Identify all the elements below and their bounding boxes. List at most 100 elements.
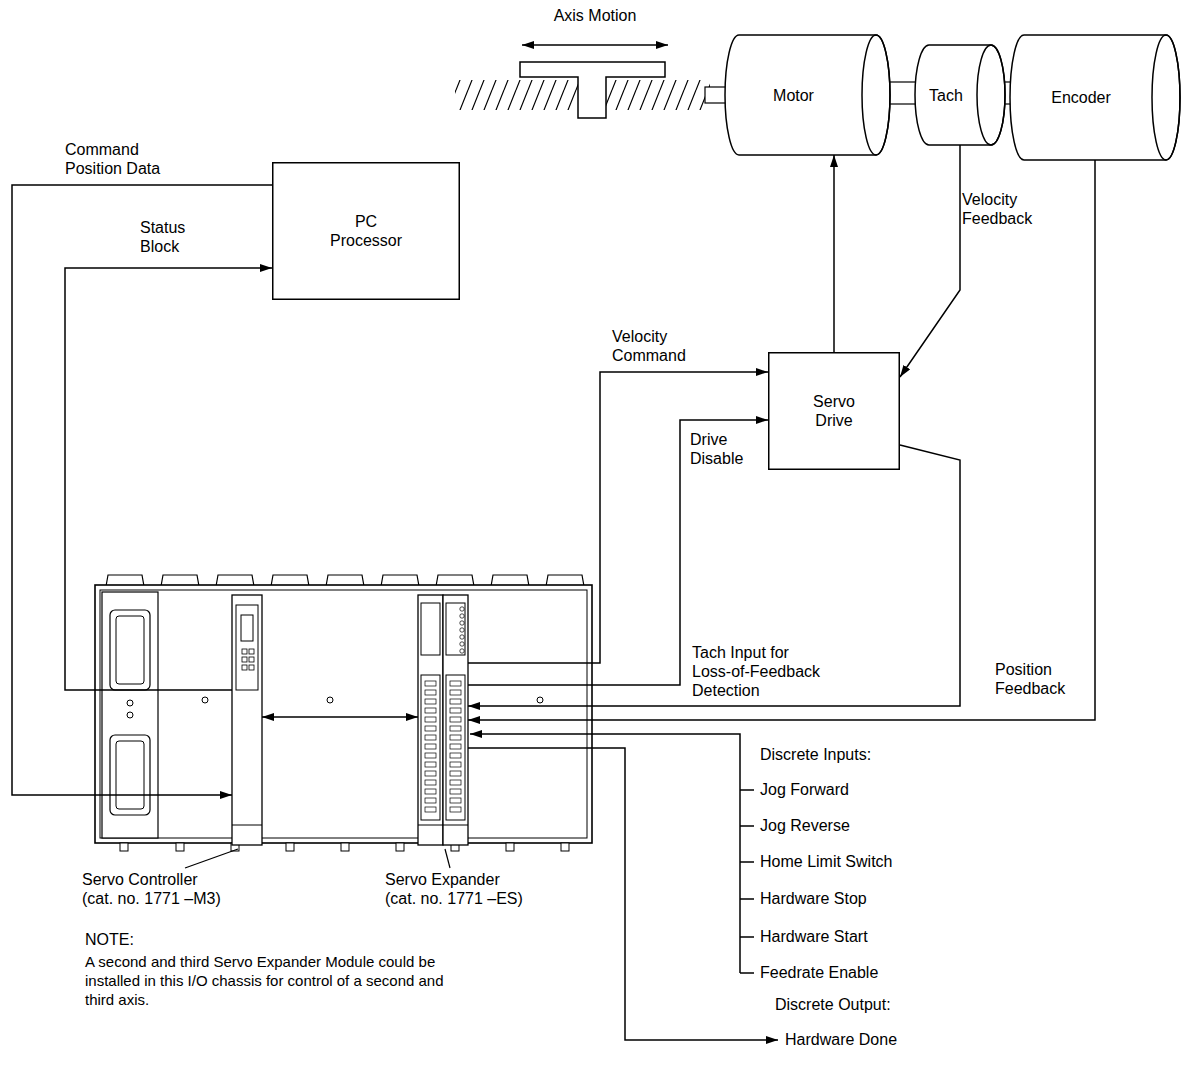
signal-label: Discrete Inputs:: [760, 745, 871, 764]
signal-connector: [262, 716, 418, 718]
terminal: [425, 735, 436, 740]
status-led: [242, 649, 247, 654]
node-text-group: PC Processor: [326, 212, 406, 250]
cylinder-end: [1152, 35, 1180, 160]
status-led: [249, 665, 254, 670]
node-text-group: Encoder: [1051, 88, 1111, 107]
terminal: [450, 681, 461, 686]
signal-label: Hardware Start: [760, 927, 868, 946]
connector-label: Velocity Feedback: [962, 190, 1042, 228]
terminal: [425, 726, 436, 731]
adapter-module: [102, 592, 158, 838]
status-led: [242, 657, 247, 662]
leader-lines: [185, 849, 450, 868]
status-led: [460, 607, 464, 611]
terminal: [450, 753, 461, 758]
chassis-foot: [341, 843, 349, 851]
mounting-hole: [327, 697, 333, 703]
terminal: [425, 699, 436, 704]
node-text-group: Servo Expander (cat. no. 1771 –ES): [385, 870, 530, 908]
note-text: NOTE:: [85, 930, 134, 949]
terminal: [425, 717, 436, 722]
indicator: [127, 700, 133, 706]
terminal: [425, 681, 436, 686]
connector: [110, 610, 150, 690]
expander-module: Servo Expander (cat. no. 1771 –ES): [418, 595, 468, 845]
terminal-block: [446, 675, 465, 820]
connector-label: Tach Input for Loss-of-Feedback Detectio…: [692, 643, 832, 700]
signal-label: Discrete Output:: [775, 995, 891, 1014]
slide-carriage: [520, 62, 665, 118]
terminal: [425, 780, 436, 785]
node-label: Motor: [773, 86, 814, 105]
module-outline: [443, 595, 468, 845]
module-outline: [418, 595, 443, 845]
terminal: [450, 780, 461, 785]
terminal: [450, 726, 461, 731]
box-outline: [769, 353, 900, 470]
terminal: [450, 735, 461, 740]
terminal: [425, 753, 436, 758]
terminal: [425, 762, 436, 767]
cylinder-end: [862, 35, 890, 155]
motor-cylinder: Motor: [725, 35, 890, 155]
terminal: [450, 771, 461, 776]
module-seam: [443, 825, 468, 826]
connector-face: [116, 616, 144, 684]
cylinder-body: [725, 35, 890, 155]
terminal: [450, 708, 461, 713]
terminal: [425, 789, 436, 794]
status-led: [242, 665, 247, 670]
connector-label: Command Position Data: [65, 140, 175, 178]
discrete-io-wiring: [468, 734, 778, 1040]
signal-connector: [900, 145, 960, 377]
status-led: [460, 635, 464, 639]
chassis-foot: [120, 843, 128, 851]
chassis-foot: [506, 843, 514, 851]
node-shape: [272, 162, 460, 300]
axis-motion-arrow: [522, 45, 668, 46]
connector-label: Position Feedback: [995, 660, 1075, 698]
terminal: [450, 744, 461, 749]
leadscrew: [455, 62, 730, 118]
status-led: [460, 642, 464, 646]
connector-label: Drive Disable: [690, 430, 755, 468]
module-face: [421, 603, 440, 655]
terminal: [425, 771, 436, 776]
signal-connector: [468, 160, 1095, 720]
status-led: [460, 649, 464, 653]
module-face: [236, 605, 258, 690]
chassis-inner: [100, 590, 587, 838]
node-label: Servo Expander (cat. no. 1771 –ES): [385, 870, 530, 908]
module-face: [446, 603, 465, 655]
module-seam: [418, 825, 443, 826]
terminal: [450, 789, 461, 794]
module-outline: [232, 595, 262, 845]
terminal: [450, 807, 461, 812]
cylinder-end: [977, 45, 1005, 145]
terminal-block: [421, 675, 440, 820]
cylinder-body: [915, 45, 1005, 145]
signal-label: Axis Motion: [545, 6, 645, 25]
status-led: [460, 621, 464, 625]
node-text-group: Motor: [773, 86, 814, 105]
status-led: [460, 628, 464, 632]
drive-box: Servo Drive: [768, 352, 900, 470]
processor-box: PC Processor: [272, 162, 460, 300]
tach-cylinder: Tach: [915, 45, 1005, 145]
indicator: [127, 712, 133, 718]
chassis-outline: [95, 585, 592, 843]
connector: [110, 735, 150, 815]
terminal: [425, 708, 436, 713]
status-led: [249, 649, 254, 654]
module-connector: [241, 615, 253, 641]
signal-connector: [468, 445, 960, 706]
node-label: Servo Drive: [804, 392, 864, 430]
leader-line: [185, 849, 238, 868]
node-shape: [232, 595, 262, 845]
signal-connector: [468, 372, 768, 663]
box-outline: [273, 163, 460, 300]
input-branch: [740, 790, 754, 973]
